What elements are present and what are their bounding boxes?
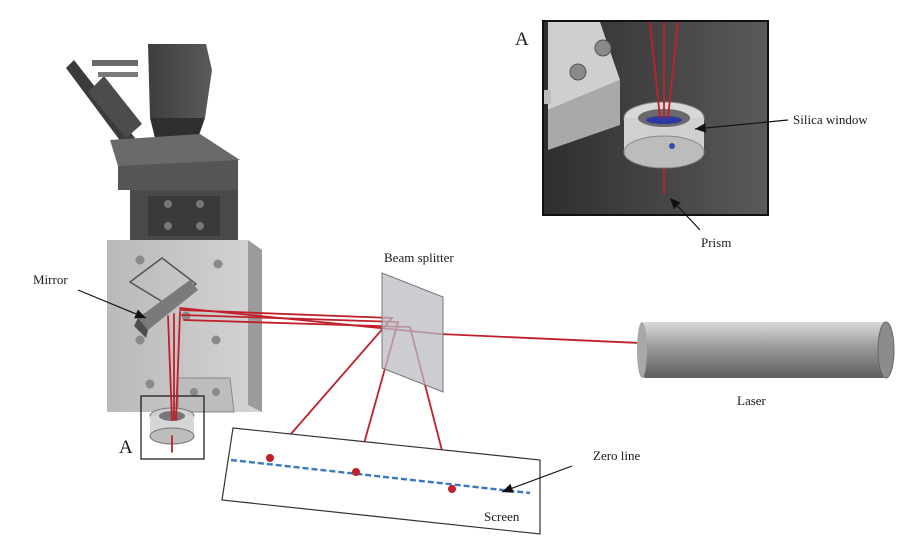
zero-line: [230, 458, 531, 495]
beam-spot-2: [352, 468, 360, 476]
mount-plate: [107, 240, 262, 413]
zero-line-arrow: [501, 465, 573, 493]
prism-label: Prism: [701, 235, 731, 250]
beam-spot-1: [266, 454, 274, 462]
microscope-head: [66, 44, 240, 240]
beam-down-3: [175, 311, 181, 421]
mirror-arrow: [77, 289, 147, 319]
inset-beams: [649, 21, 679, 194]
zero-line-label: Zero line: [593, 448, 641, 463]
inset-marker: A: [515, 29, 529, 50]
laser-label: Laser: [737, 393, 767, 408]
mirror-label: Mirror: [33, 272, 68, 287]
beam-splitter-label: Beam splitter: [384, 250, 454, 265]
inset-detail: [542, 20, 769, 216]
beam-down-1: [167, 315, 173, 421]
screen-label: Screen: [484, 509, 520, 524]
annotation-arrows: [77, 119, 789, 493]
laser-device: [637, 321, 895, 379]
beam-spot-3: [448, 485, 456, 493]
silica-window-label: Silica window: [793, 112, 868, 127]
prism-arrow: [669, 197, 701, 231]
silica-window-arrow: [694, 119, 789, 133]
detail-marker: A: [119, 437, 133, 458]
beam-splitter: [381, 272, 444, 393]
laser-beams: [167, 307, 641, 490]
detail-box-a: [140, 395, 205, 460]
screen: [221, 427, 541, 535]
